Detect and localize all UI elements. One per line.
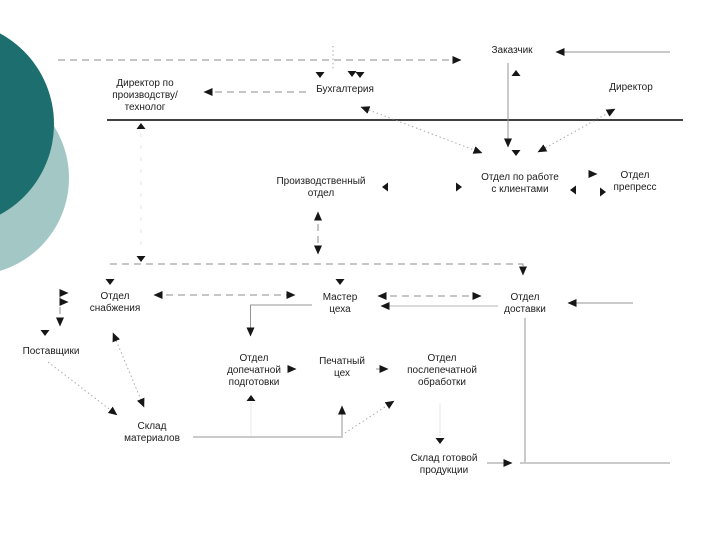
node-master-tseha: Мастер цеха <box>322 292 358 315</box>
distribution-bus <box>110 263 527 276</box>
node-director: Директор <box>609 82 653 93</box>
diagram-edges <box>40 46 683 467</box>
node-otdel-prepress: Отдел препресс <box>613 170 657 193</box>
edge-master-dopechatnaya <box>246 304 312 337</box>
edge-snabzhenie-sklad-mat <box>112 332 145 408</box>
node-sklad-gotovoy: Склад готовой продукции <box>410 453 478 476</box>
node-otdel-snabzheniya: Отдел снабжения <box>89 291 141 314</box>
node-otdel-poslepechatnoy: Отдел послепечатной обработки <box>407 353 477 388</box>
node-pechatnyi-tseh: Печатный цех <box>319 356 365 379</box>
node-zakazchik: Заказчик <box>491 45 533 56</box>
edge-klienty-director <box>537 108 616 153</box>
node-director-proizvodstvo: Директор по производству/ технолог <box>112 78 178 113</box>
node-otdel-po-rabote: Отдел по работе с клиентами <box>481 172 559 195</box>
node-otdel-dostavki: Отдел доставки <box>504 292 546 315</box>
decorative-circle-dark <box>0 33 54 215</box>
decorative-circles <box>0 33 69 271</box>
node-buhgalteria: Бухгалтерия <box>316 84 374 95</box>
node-sklad-materialov: Склад материалов <box>124 421 180 444</box>
edge-buhgalteria-klienty <box>360 106 483 154</box>
node-proizvodstvennyi-otdel: Производственный отдел <box>276 176 366 199</box>
node-postavshchiki: Поставщики <box>22 346 80 357</box>
edge-sklad-mat-poslepechatnaya <box>344 400 395 434</box>
edge-postavshchiki-sklad-mat <box>47 361 118 416</box>
node-otdel-dopechatnoy: Отдел допечатной подготовки <box>227 353 281 388</box>
